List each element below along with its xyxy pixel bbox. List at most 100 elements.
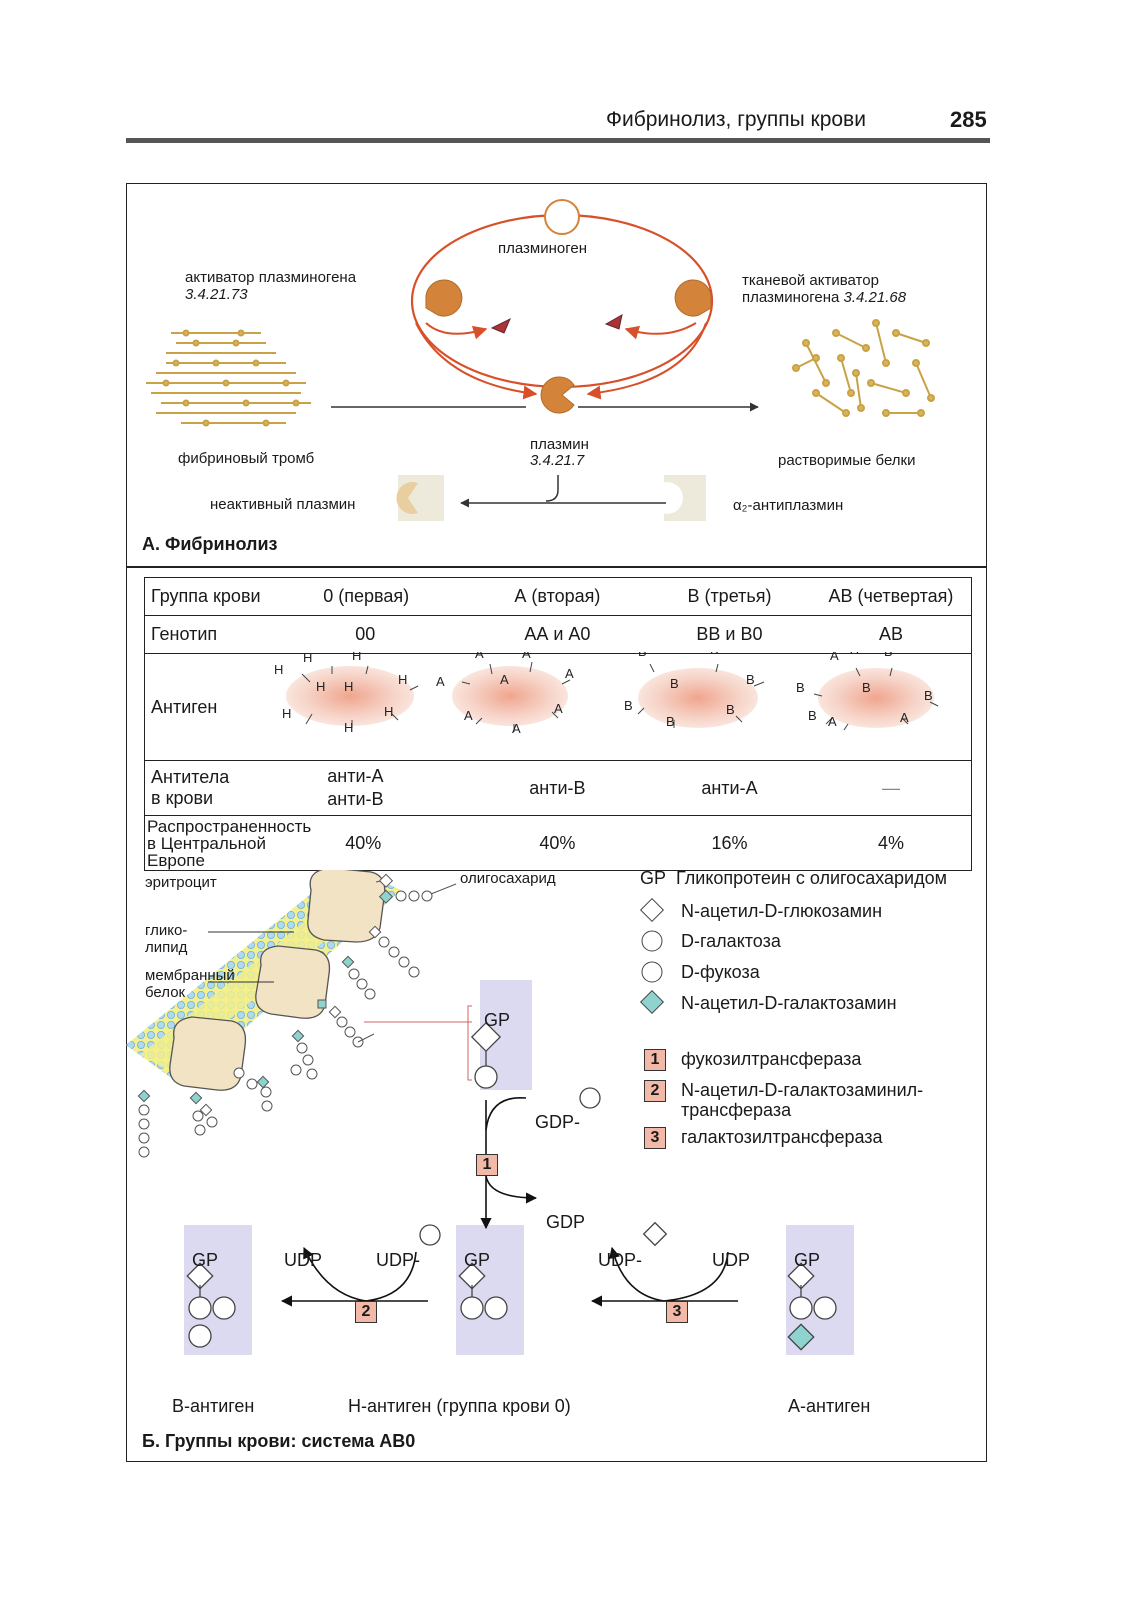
ag-a-8: A (554, 701, 563, 716)
ag-0-7: H (282, 706, 291, 721)
group-a: А (вторая) (466, 577, 648, 616)
plasmin-ec: 3.4.21.7 (530, 452, 585, 469)
prevalence-ab: 4% (810, 815, 972, 871)
legend-enzyme-3: галактозилтрансфераза (681, 1127, 883, 1147)
ag-ab-3: B (884, 652, 893, 659)
ag-ab-9: A (900, 710, 909, 725)
activator-pacman-left (425, 279, 463, 317)
ag-a-4: A (565, 666, 574, 681)
ag-ab-8: A (828, 714, 837, 729)
ag-0-8: H (344, 720, 353, 735)
fibrin-clot-label: фибриновый тромб (178, 450, 315, 467)
legend-num-3: 3 (644, 1127, 666, 1149)
a-antigen-label: А-антиген (788, 1396, 871, 1416)
prev-line2: в Центральной (147, 833, 266, 853)
ag-a-3: A (522, 652, 531, 661)
plasmin-pacman (540, 376, 575, 414)
membrane-protein-1 (307, 870, 386, 943)
legend-num-1: 1 (644, 1049, 666, 1071)
tissue-activator-label: тканевой активатор (742, 272, 879, 289)
group-ab: АВ (четвертая) (810, 577, 972, 616)
enz2-l2: трансфераза (681, 1100, 792, 1120)
gdp-fucose-label: GDP- (535, 1112, 580, 1132)
ag-b-3: B (746, 672, 755, 687)
ag-0-2: H (303, 652, 312, 665)
genotype-a: АА и А0 (466, 615, 648, 654)
ag-0-1: H (274, 662, 283, 677)
section-b-title: Б. Группы крови: система АВ0 (142, 1431, 416, 1451)
rbc-a (452, 666, 568, 726)
ag-ab-1: A (830, 652, 839, 663)
soluble-proteins-label: растворимые белки (778, 452, 916, 469)
b-antigen-label: В-антиген (172, 1396, 255, 1416)
legend-symbols (639, 897, 665, 1015)
group-b: В (третья) (648, 577, 811, 616)
genotype-0: 00 (317, 615, 467, 654)
h-antigen-label: Н-антиген (группа крови 0) (348, 1396, 571, 1416)
cleavage-fragment-right (604, 314, 623, 330)
erythrocyte-label: эритроцит (145, 874, 217, 891)
ag-ab-2: A (850, 652, 859, 657)
legend-num-2: 2 (644, 1080, 666, 1102)
ag-b-5: B (624, 698, 633, 713)
antibodies-line1: Антитела (151, 767, 230, 787)
row-label-genotype: Генотип (144, 615, 318, 654)
gp-label-precursor: GP (484, 1010, 511, 1030)
ag-b-7: B (726, 702, 735, 717)
page-number: 285 (950, 107, 987, 132)
galactose-icon (641, 930, 663, 952)
plasmin-label: плазмин (530, 436, 589, 453)
legend-galnac: N-ацетил-D-галактозамин (681, 993, 897, 1013)
genotype-b: ВВ и В0 (648, 615, 811, 654)
pathway-diagram (184, 980, 854, 1355)
ag-0-4: H (398, 672, 407, 687)
legend-fuc: D-фукоза (681, 962, 760, 982)
antiplasmin-label: α₂-антиплазмин (733, 497, 844, 514)
prev-line3: Европе (147, 850, 205, 870)
prev-line1: Распространенность (147, 816, 312, 836)
enzyme-box-2: 2 (355, 1301, 377, 1323)
prevalence-0: 40% (317, 815, 467, 871)
glycolipid-l1: глико- (145, 922, 188, 939)
inactive-plasmin-label: неактивный плазмин (210, 496, 356, 513)
membrane-diagram (126, 870, 472, 1158)
udp-galnac-label: UDP- (598, 1250, 642, 1270)
udp-right-label: UDP (712, 1250, 751, 1270)
ag-b-4: B (670, 676, 679, 691)
udp-left-label: UDP (284, 1250, 323, 1270)
glycolipid-l2: липид (145, 939, 188, 956)
row-label-group: Группа крови (144, 577, 318, 616)
gp-box-h (456, 1225, 524, 1355)
activator-ec: 3.4.21.73 (185, 286, 248, 303)
blood-group-table: Группа крови 0 (первая) А (вторая) В (тр… (144, 577, 972, 871)
ag-b-1: B (638, 652, 647, 659)
group-0: 0 (первая) (317, 577, 467, 616)
antibodies-line2: в крови (151, 788, 214, 808)
plasminogen-label: плазминоген (498, 240, 588, 257)
tissue-activator-word: плазминогена (742, 289, 840, 306)
gp-label-h: GP (464, 1250, 491, 1270)
running-title: Фибринолиз, группы крови (606, 108, 866, 131)
ag-0-3: H (352, 652, 361, 663)
prevalence-a: 40% (466, 815, 648, 871)
ag-a-6: A (464, 708, 473, 723)
row-label-antigen: Антиген (144, 653, 318, 761)
gp-label-b: GP (192, 1250, 219, 1270)
rbc-b (638, 668, 758, 728)
activator-label: активатор плазминогена (185, 269, 357, 286)
galnac-icon (639, 989, 665, 1015)
ag-b-6: B (666, 714, 675, 729)
ag-0-6: H (344, 679, 353, 694)
row-genotype: Генотип 00 АА и А0 ВВ и В0 АВ (144, 615, 972, 654)
cleavage-fragment-left (490, 317, 511, 334)
antibodies-ab: — (810, 760, 972, 816)
antibodies-a: анти-В (466, 760, 648, 816)
legend-enzyme-1: фукозилтрансфераза (681, 1049, 862, 1069)
ag-0-9: H (384, 704, 393, 719)
antigen-cells: H H H H H H H H H A A A A A A A A B B B … (274, 652, 939, 736)
mp-l2: белок (145, 984, 186, 1001)
antibodies-b: анти-А (648, 760, 811, 816)
